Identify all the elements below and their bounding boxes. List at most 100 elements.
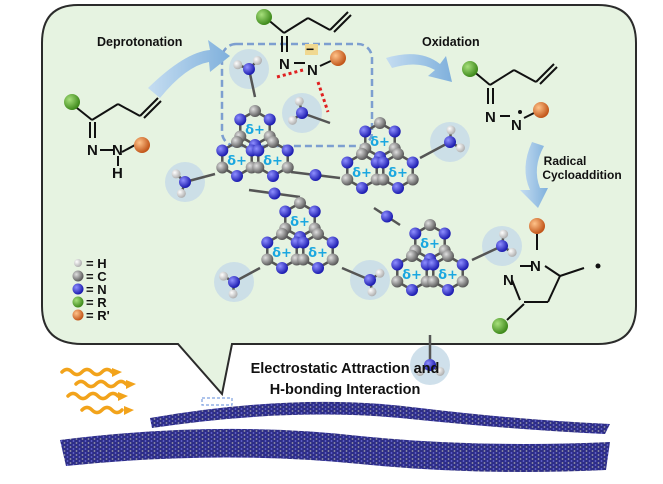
nitrogen-atom [359,125,372,138]
nitrogen-atom [424,359,436,371]
arrow-deprotonation [148,40,230,98]
carbon-atom [267,136,279,148]
legend-swatch-hydrogen [74,259,82,267]
carbon-atom [424,219,436,231]
hydrogen-atom [375,268,385,278]
carbon-atom [261,253,274,266]
r-group-atom [64,94,80,110]
arrow-cycloaddition [520,142,548,208]
atom-n1: N [87,142,98,159]
nitrogen-atom [234,113,247,126]
carbon-atom [442,250,454,262]
label-deprotonation: Deprotonation [97,35,182,49]
pyrazoline-n2: N [503,272,514,289]
nitrogen-atom [438,227,451,240]
nanosheet-bottom [60,428,610,472]
nitrogen-atom [297,236,310,249]
light-rays [60,367,128,415]
legend-swatch-r-group [72,296,84,308]
nitrogen-atom [276,262,288,274]
nitrogen-atom [268,187,281,200]
radical-dot [518,110,522,114]
nitrogen-atom [308,205,321,218]
carbon-atom [377,173,390,186]
minus-sign: − [306,41,314,57]
nitrogen-atom [243,63,255,75]
nitrogen-atom [263,113,276,126]
radical-r-prime [533,102,549,118]
caption-line-1: Electrostatic Attraction and [251,361,440,377]
nitrogen-atom [179,176,191,188]
r-prime-atom [134,137,150,153]
nitrogen-atom [381,210,393,223]
radical-r-group [462,61,478,77]
anion-r-group [256,9,272,25]
nitrogen-atom [326,236,339,249]
delta-plus-label: δ+ [420,237,440,252]
nitrogen-atom [356,182,368,194]
carbon-atom [249,105,261,117]
nitrogen-atom [496,240,508,252]
legend-label-carbon: = C [86,269,107,284]
delta-plus-label: δ+ [388,166,408,181]
label-cycloaddition: Cycloaddition [542,168,621,182]
legend-label-hydrogen: = H [86,256,107,271]
nanosheet-top [150,401,610,434]
delta-plus-label: δ+ [245,123,265,138]
delta-plus-label: δ+ [308,246,328,261]
pyrazoline-n1: N [530,258,541,275]
nitrogen-atom [309,169,322,181]
legend-label-r-group: = R [86,295,107,310]
carbon-atom [294,197,306,209]
nitrogen-atom [456,258,469,271]
legend-swatch-carbon [72,270,84,282]
caption-line-2: H-bonding Interaction [270,382,421,398]
hydrogen-atom [253,56,263,66]
hydrogen-atom [228,289,238,299]
atom-n2: N [112,142,123,159]
nitrogen-atom [252,144,265,157]
hydrogen-atom [455,143,465,153]
delta-plus-label: δ+ [263,154,283,169]
carbon-atom [356,148,368,160]
nitrogen-atom [406,156,419,169]
nitrogen-atom [444,136,456,148]
anion-r-prime [330,50,346,66]
delta-plus-label: δ+ [272,246,292,261]
legend-swatch-nitrogen [72,283,84,295]
nitrogen-atom [442,284,454,296]
pyrazoline-r-prime [529,218,545,234]
carbon-atom [276,228,288,240]
nitrogen-atom [231,170,243,182]
arrow-oxidation [386,54,452,82]
legend-swatch-r-prime [72,309,84,321]
carbon-atom [312,228,324,240]
anion-n1: N [279,56,290,73]
pyrazoline-radical-dot [595,263,601,269]
nitrogen-atom [279,205,292,218]
hydrogen-atom [367,287,377,297]
hbond-line-1 [276,68,304,79]
hydrogen-atom [507,247,517,257]
delta-plus-label: δ+ [438,268,458,283]
delta-plus-label: δ+ [352,166,372,181]
carbon-atom [427,275,440,288]
nitrogen-atom [364,274,376,286]
atom-legend: = H= C= N= R= R' [72,256,110,323]
nitrogen-atom [281,144,294,157]
carbon-atom [216,161,229,174]
hydrogen-atom [219,271,229,281]
hydrogen-atom [499,229,509,239]
hydrogen-atom [287,115,297,125]
delta-plus-label: δ+ [290,215,310,230]
hydrogen-atom [171,169,181,179]
carbon-atom [406,250,418,262]
carbon-atom [374,117,386,129]
delta-plus-label: δ+ [227,154,247,169]
nitrogen-atom [228,276,240,288]
nitrogen-atom [216,144,229,157]
carbon-atom [281,161,294,174]
legend-label-nitrogen: = N [86,282,107,297]
